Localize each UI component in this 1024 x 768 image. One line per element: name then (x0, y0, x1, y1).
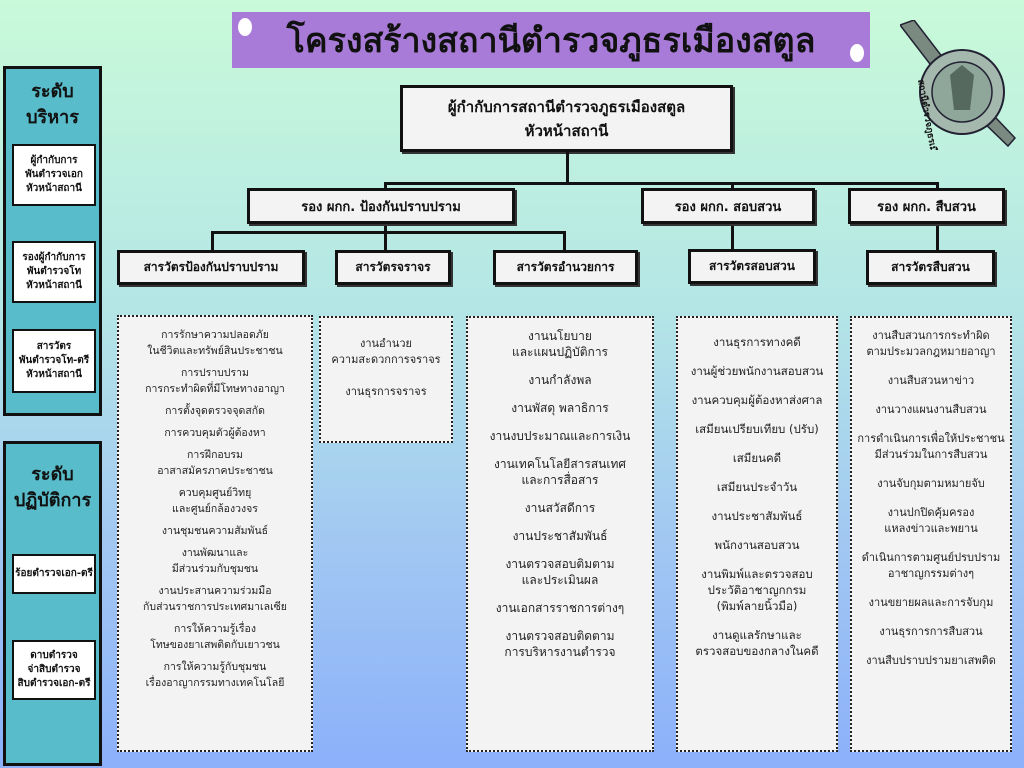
chief-title: ผู้กำกับการสถานีตำรวจภูธรเมืองสตูล (447, 97, 686, 116)
decorative-dot (238, 18, 252, 36)
duty-item: งานประชาสัมพันธ์ (512, 529, 608, 543)
rank-box: ร้อยตำรวจเอก-ตรี (12, 554, 96, 594)
rank-box: ผู้กำกับการ พันตำรวจเอก หัวหน้าสถานี (12, 144, 96, 206)
duty-item: งานงบประมาณและการเงิน (489, 429, 631, 443)
duty-item: งานเทคโนโลยีสารสนเทศ และการสื่อสาร (494, 457, 626, 487)
rank-box: ดาบตำรวจ จ่าสิบตำรวจ สิบตำรวจเอก-ตรี (12, 640, 96, 700)
deputy-prevention-box: รอง ผกก. ป้องกันปราบปราม (247, 188, 515, 224)
rank-box: สารวัตร พันตำรวจโท-ตรี หัวหน้าสถานี (12, 329, 96, 393)
duty-item: งานธุรการจราจร (345, 385, 427, 398)
connector (384, 182, 939, 185)
duty-item: การฝึกอบรม อาสาสมัครภาคประชาชน (157, 449, 273, 477)
connector (384, 223, 387, 251)
duty-item: งานพัสดุ พลาธิการ (511, 401, 609, 415)
rank-box: รองผู้กำกับการ พันตำรวจโท หัวหน้าสถานี (12, 241, 96, 303)
office-prevention-box: สารวัตรป้องกันปราบปราม (117, 250, 305, 285)
page-title: โครงสร้างสถานีตำรวจภูธรเมืองสตูล (232, 12, 870, 68)
duty-item: การให้ความรู้เรื่อง โทษของยาเสพติดกับเยา… (150, 623, 280, 651)
duty-item: งานธุรการการสืบสวน (879, 625, 983, 638)
admin-duties-list: งานนโยบาย และแผนปฏิบัติการงานกำลังพลงานพ… (466, 316, 654, 752)
operations-level-panel: ระดับ ปฏิบัติการ ร้อยตำรวจเอก-ตรี ดาบตำร… (3, 441, 102, 766)
duty-item: งานสืบปราบปรามยาเสพติด (866, 654, 996, 667)
operations-level-heading: ระดับ ปฏิบัติการ (13, 464, 92, 511)
duty-item: งานสืบสวนการกระทำผิด ตามประมวลกฎหมายอาญา (866, 329, 996, 358)
admin-level-panel: ระดับ บริหาร ผู้กำกับการ พันตำรวจเอก หัว… (3, 66, 102, 416)
duty-item: เสมียนเปรียบเทียบ (ปรับ) (695, 422, 819, 436)
connector (384, 182, 387, 190)
duty-item: งานพัฒนาและ มีส่วนร่วมกับชุมชน (171, 547, 259, 575)
duty-item: งานดูแลรักษาและ ตรวจสอบของกลางในคดี (695, 628, 819, 658)
office-investigation-box: สารวัตรสืบสวน (866, 250, 995, 285)
connector (731, 182, 734, 190)
duty-item: การควบคุมตัวผู้ต้องหา (164, 427, 266, 439)
duty-item: งานธุรการทางคดี (713, 335, 801, 349)
inquiry-duties-list: งานธุรการทางคดีงานผู้ช่วยพนักงานสอบสวนงา… (676, 316, 838, 752)
duty-item: งานตรวจสอบติดตาม การบริหารงานตำรวจ (504, 629, 616, 659)
duty-item: งานประสานความร่วมมือ กับส่วนราชการประเทศ… (143, 585, 287, 613)
duty-item: งานชุมชนความสัมพันธ์ (161, 525, 269, 537)
duty-item: ดำเนินการตามศูนย์ปรบปราม อาชาญกรรมต่างๆ (861, 551, 1001, 580)
decorative-dot (850, 44, 864, 62)
prevention-duties-list: การรักษาความปลอดภัย ในชีวิตและทรัพย์สินป… (117, 315, 313, 752)
connector (211, 231, 214, 251)
duty-item: การดำเนินการเพื่อให้ประชาชน มีส่วนร่วมใน… (857, 432, 1005, 461)
duty-item: งานขยายผลและการจับกุม (868, 596, 994, 609)
office-admin-box: สารวัตรอำนวยการ (493, 250, 638, 285)
duty-item: การตั้งจุดตรวจจุดสกัด (165, 405, 265, 417)
duty-item: งานควบคุมผู้ต้องหาส่งศาล (691, 393, 823, 407)
office-inquiry-box: สารวัตรสอบสวน (688, 249, 816, 284)
traffic-duties-list: งานอำนวย ความสะดวกการจราจรงานธุรการจราจร (319, 316, 453, 443)
duty-item: การปราบปราม การกระทำผิดที่มีโทษทางอาญา (145, 367, 285, 395)
duty-item: เสมียนประจำวัน (716, 480, 798, 494)
chief-box: ผู้กำกับการสถานีตำรวจภูธรเมืองสตูล หัวหน… (400, 85, 733, 152)
duty-item: พนักงานสอบสวน (714, 538, 800, 552)
duty-item: งานสวัสดีการ (524, 501, 596, 515)
duty-item: งานนโยบาย และแผนปฏิบัติการ (511, 329, 609, 359)
chief-subtitle: หัวหน้าสถานี (524, 121, 609, 140)
connector (563, 231, 566, 251)
duty-item: งานปกปิดคุ้มครอง แหลงข่าวและพยาน (884, 506, 978, 535)
deputy-investigation-box: รอง ผกก. สืบสวน (848, 188, 1005, 224)
duty-item: งานจับกุมตามหมายจับ (877, 477, 985, 490)
duty-item: งานผู้ช่วยพนักงานสอบสวน (690, 364, 824, 378)
duty-item: งานประชาสัมพันธ์ (711, 509, 803, 523)
admin-level-heading: ระดับ บริหาร (26, 81, 79, 128)
duty-item: การให้ความรู้กับชุมชน เรื่องอาญากรรมทางเ… (145, 661, 285, 689)
duty-item: การรักษาความปลอดภัย ในชีวิตและทรัพย์สินป… (147, 329, 283, 357)
deputy-inquiry-box: รอง ผกก. สอบสวน (641, 188, 815, 224)
connector (936, 223, 939, 251)
investigation-duties-list: งานสืบสวนการกระทำผิด ตามประมวลกฎหมายอาญา… (850, 316, 1012, 752)
duty-item: งานอำนวย ความสะดวกการจราจร (331, 337, 441, 366)
duty-item: เสมียนคดี (732, 451, 782, 465)
office-traffic-box: สารวัตรจราจร (335, 250, 451, 285)
connector (211, 231, 566, 234)
title-text: โครงสร้างสถานีตำรวจภูธรเมืองสตูล (286, 21, 816, 61)
duty-item: งานวางแผนงานสืบสวน (875, 403, 987, 416)
connector (731, 223, 734, 250)
police-seal-logo: สถานีตำรวจภูธรเมืองสตูล (900, 20, 1017, 150)
connector (566, 152, 569, 184)
duty-item: งานสืบสวนหาข่าว (887, 374, 975, 387)
connector (936, 182, 939, 190)
duty-item: งานกำลังพล (528, 373, 592, 387)
duty-item: ควบคุมศูนย์วิทยุ และศูนย์กล้องวงจร (172, 487, 258, 515)
duty-item: งานตรวจสอบติมตาม และประเมินผล (505, 557, 615, 587)
duty-item: งานเอกสารราชการต่างๆ (495, 601, 625, 615)
duty-item: งานพิมพ์และตรวจสอบ ประวัติอาชาญกกรม (พิม… (701, 567, 813, 613)
